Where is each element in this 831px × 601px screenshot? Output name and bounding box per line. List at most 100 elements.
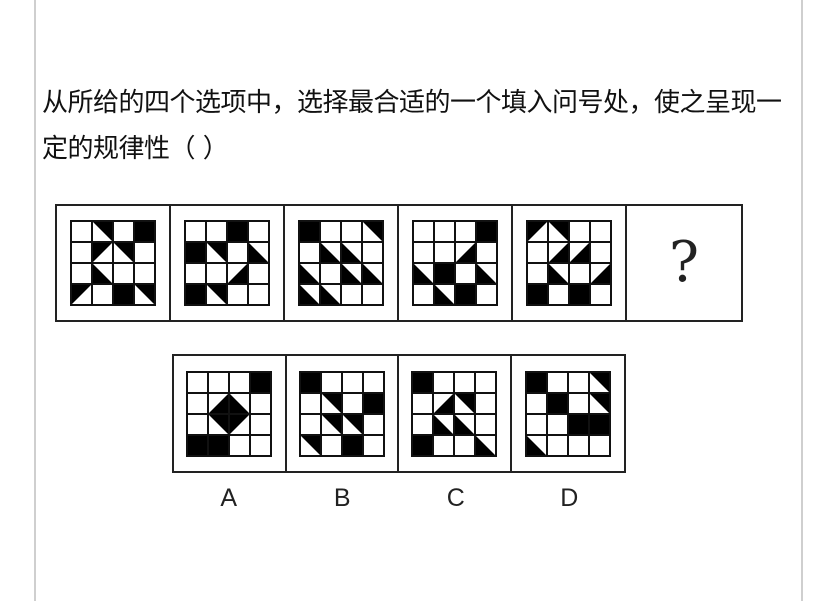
triangle-square bbox=[526, 435, 546, 455]
triangle-icon bbox=[589, 393, 609, 413]
white-square bbox=[230, 372, 250, 392]
option-a[interactable] bbox=[174, 356, 287, 471]
triangle-square bbox=[300, 285, 319, 304]
white-square bbox=[251, 435, 271, 455]
triangle-square bbox=[230, 393, 250, 413]
triangle-square bbox=[207, 285, 226, 304]
white-square bbox=[476, 414, 496, 434]
triangle-square bbox=[342, 243, 361, 262]
triangle-icon bbox=[209, 393, 229, 413]
triangle-square bbox=[570, 243, 589, 262]
white-square bbox=[455, 435, 475, 455]
triangle-icon bbox=[476, 435, 496, 455]
white-square bbox=[363, 372, 383, 392]
white-square bbox=[477, 243, 496, 262]
black-square bbox=[413, 435, 433, 455]
black-square bbox=[209, 435, 229, 455]
white-square bbox=[321, 435, 341, 455]
page-border-right bbox=[801, 0, 803, 601]
white-square bbox=[188, 414, 208, 434]
triangle-square bbox=[589, 393, 609, 413]
option-grid bbox=[524, 370, 611, 457]
triangle-icon bbox=[434, 414, 454, 434]
figure-grid bbox=[184, 220, 270, 306]
triangle-icon bbox=[570, 243, 589, 262]
option-label-a[interactable]: A bbox=[220, 484, 238, 512]
triangle-icon bbox=[321, 243, 340, 262]
black-square bbox=[228, 222, 247, 241]
white-square bbox=[321, 222, 340, 241]
triangle-square bbox=[209, 393, 229, 413]
triangle-icon bbox=[230, 414, 250, 434]
triangle-icon bbox=[207, 285, 226, 304]
black-square bbox=[413, 372, 433, 392]
white-square bbox=[526, 414, 546, 434]
triangle-icon bbox=[456, 243, 475, 262]
white-square bbox=[547, 435, 567, 455]
triangle-icon bbox=[526, 435, 546, 455]
white-square bbox=[209, 372, 229, 392]
triangle-square bbox=[230, 414, 250, 434]
triangle-square bbox=[93, 264, 112, 283]
triangle-square bbox=[135, 285, 154, 304]
triangle-icon bbox=[549, 264, 568, 283]
black-square bbox=[528, 285, 547, 304]
option-d[interactable] bbox=[512, 356, 624, 471]
triangle-icon bbox=[434, 393, 454, 413]
triangle-square bbox=[321, 243, 340, 262]
white-square bbox=[570, 222, 589, 241]
white-square bbox=[363, 414, 383, 434]
triangle-icon bbox=[300, 435, 320, 455]
triangle-icon bbox=[249, 243, 268, 262]
black-square bbox=[188, 435, 208, 455]
white-square bbox=[135, 264, 154, 283]
triangle-square bbox=[477, 264, 496, 283]
triangle-icon bbox=[135, 285, 154, 304]
triangle-icon bbox=[300, 285, 319, 304]
question-text: 从所给的四个选项中，选择最合适的一个填入问号处，使之呈现一定的规律性（ ） bbox=[42, 88, 782, 164]
triangle-icon bbox=[363, 264, 382, 283]
white-square bbox=[342, 285, 361, 304]
black-square bbox=[114, 285, 133, 304]
option-grid bbox=[298, 370, 385, 457]
triangle-square bbox=[435, 285, 454, 304]
question-mark-icon: ? bbox=[668, 230, 699, 295]
white-square bbox=[363, 243, 382, 262]
triangle-square bbox=[321, 393, 341, 413]
black-square bbox=[568, 414, 588, 434]
triangle-square bbox=[93, 222, 112, 241]
triangle-icon bbox=[93, 243, 112, 262]
white-square bbox=[342, 393, 362, 413]
triangle-icon bbox=[207, 243, 226, 262]
white-square bbox=[342, 372, 362, 392]
option-label-c[interactable]: C bbox=[446, 484, 465, 512]
white-square bbox=[477, 285, 496, 304]
white-square bbox=[321, 372, 341, 392]
option-c[interactable] bbox=[399, 356, 512, 471]
triangle-square bbox=[549, 264, 568, 283]
black-square bbox=[456, 285, 475, 304]
option-b[interactable] bbox=[287, 356, 399, 471]
triangle-square bbox=[249, 243, 268, 262]
figure-grid bbox=[298, 220, 384, 306]
white-square bbox=[72, 264, 91, 283]
sequence-figure-2 bbox=[171, 206, 285, 320]
white-square bbox=[249, 264, 268, 283]
option-grid bbox=[411, 370, 498, 457]
page-border-left bbox=[34, 0, 36, 601]
triangle-icon bbox=[342, 414, 362, 434]
option-grid bbox=[186, 370, 273, 457]
triangle-square bbox=[321, 414, 341, 434]
option-label-d[interactable]: D bbox=[560, 484, 579, 512]
triangle-icon bbox=[209, 414, 229, 434]
black-square bbox=[300, 372, 320, 392]
white-square bbox=[414, 243, 433, 262]
triangle-square bbox=[207, 243, 226, 262]
black-square bbox=[547, 393, 567, 413]
triangle-icon bbox=[321, 414, 341, 434]
white-square bbox=[300, 243, 319, 262]
white-square bbox=[476, 372, 496, 392]
option-label-b[interactable]: B bbox=[333, 484, 351, 512]
white-square bbox=[568, 435, 588, 455]
white-square bbox=[251, 393, 271, 413]
